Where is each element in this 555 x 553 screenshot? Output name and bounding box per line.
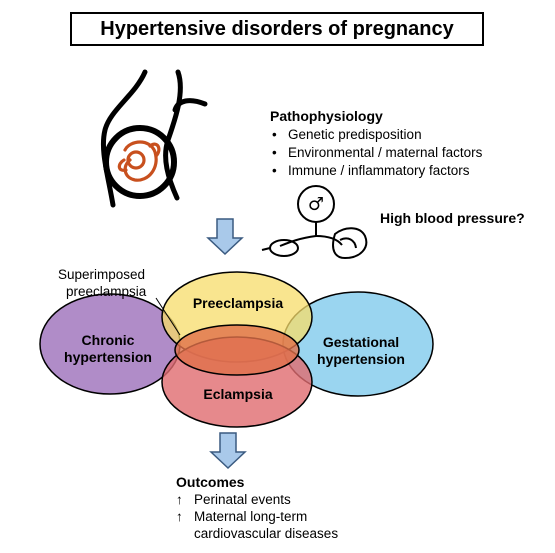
- list-item: Immune / inflammatory factors: [270, 162, 482, 180]
- chronic-line-1: Chronic: [81, 332, 135, 348]
- eclampsia-label: Eclampsia: [203, 386, 273, 402]
- outcome-row: ↑ Perinatal events: [176, 491, 338, 508]
- high-blood-pressure-label: High blood pressure?: [380, 210, 525, 226]
- gestational-line-1: Gestational: [322, 334, 400, 350]
- down-arrow-icon-2: [209, 432, 247, 470]
- gestational-hypertension-label: Gestational hypertension: [298, 334, 424, 368]
- blood-pressure-gauge-icon: [261, 185, 368, 260]
- chronic-line-2: hypertension: [64, 349, 152, 365]
- superimposed-line-1: Superimposed: [58, 267, 146, 282]
- fetus-icon: [117, 140, 161, 182]
- superimposed-preeclampsia-label: Superimposed preeclampsia: [58, 266, 146, 300]
- outcomes-panel: Outcomes ↑ Perinatal events ↑ Maternal l…: [176, 474, 338, 542]
- male-symbol-icon: ♂: [308, 194, 324, 215]
- outcome-row: ↑ Maternal long-term: [176, 508, 338, 525]
- page-title: Hypertensive disorders of pregnancy: [70, 12, 484, 46]
- outcome-item: Perinatal events: [194, 492, 291, 507]
- list-item: Genetic predisposition: [270, 126, 482, 144]
- venn-diagram: [39, 271, 434, 428]
- outcome-row: cardiovascular diseases: [176, 525, 338, 542]
- pathophysiology-heading: Pathophysiology: [270, 108, 383, 124]
- chronic-hypertension-label: Chronic hypertension: [50, 332, 166, 366]
- up-arrow-icon: ↑: [176, 492, 183, 507]
- down-arrow-icon-1: [206, 218, 244, 256]
- preeclampsia-label: Preeclampsia: [192, 295, 284, 311]
- outcome-item: Maternal long-term: [194, 509, 308, 524]
- superimposed-pointer-line: [155, 297, 181, 336]
- up-arrow-icon: ↑: [176, 509, 183, 524]
- outcome-item-continuation: cardiovascular diseases: [194, 526, 339, 541]
- list-item: Environmental / maternal factors: [270, 144, 482, 162]
- pregnant-woman-icon: [100, 69, 208, 208]
- pathophysiology-list: Genetic predisposition Environmental / m…: [270, 126, 482, 180]
- pathophysiology-panel: Pathophysiology Genetic predisposition E…: [270, 107, 482, 180]
- venn-center-overlap: [174, 324, 300, 376]
- outcomes-heading: Outcomes: [176, 474, 245, 490]
- gestational-line-2: hypertension: [317, 351, 405, 367]
- superimposed-line-2: preeclampsia: [66, 284, 147, 299]
